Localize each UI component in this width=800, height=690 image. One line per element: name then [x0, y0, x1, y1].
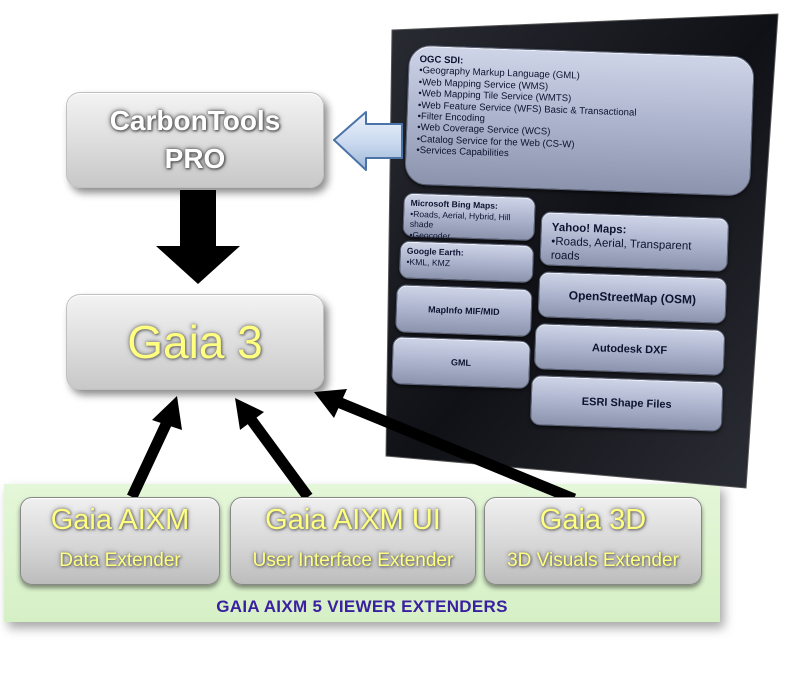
extender-subtitle: User Interface Extender: [252, 550, 454, 571]
extender-subtitle: 3D Visuals Extender: [507, 550, 679, 571]
gaia3-box: Gaia 3: [66, 294, 324, 390]
extender-title: Gaia AIXM: [50, 504, 190, 536]
up-arrow-icon: [235, 398, 264, 430]
extender-gaia-aixm-ui: Gaia AIXM UI User Interface Extender: [230, 497, 476, 585]
gaia3-title: Gaia 3: [127, 316, 263, 368]
extender-title: Gaia AIXM UI: [265, 504, 441, 536]
down-arrow-icon: [156, 190, 240, 284]
extenders-caption: GAIA AIXM 5 VIEWER EXTENDERS: [216, 597, 508, 616]
carbontools-title: CarbonTools: [109, 105, 281, 136]
up-arrow-line: [245, 414, 313, 501]
extender-gaia-3d: Gaia 3D 3D Visuals Extender: [484, 497, 702, 585]
up-arrow-line: [335, 396, 577, 505]
carbontools-box: CarbonTools PRO: [66, 92, 324, 188]
up-arrow-line: [127, 417, 173, 500]
carbontools-subtitle: PRO: [164, 143, 226, 174]
left-arrow-icon: [333, 111, 403, 171]
up-arrow-icon: [314, 389, 347, 418]
extender-gaia-aixm: Gaia AIXM Data Extender: [20, 497, 220, 585]
up-arrow-icon: [152, 396, 182, 430]
extender-title: Gaia 3D: [539, 504, 647, 536]
extender-subtitle: Data Extender: [59, 550, 181, 571]
